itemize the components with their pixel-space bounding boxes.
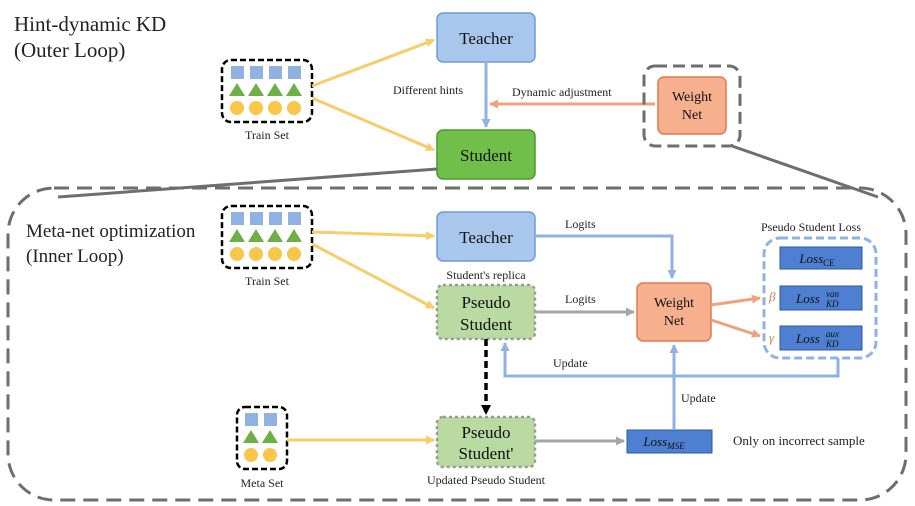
updated-pseudo-caption: Updated Pseudo Student (427, 473, 546, 487)
arrow-teacher-logits-to-weightnet (535, 234, 677, 279)
loss-ce-box: LossCE (779, 246, 863, 270)
loss-mse-label: Loss (642, 434, 667, 449)
pseudo-student-label-1: Pseudo (461, 293, 510, 312)
pseudo-student-loss-group (762, 236, 878, 360)
teacher-box-inner: Teacher (436, 211, 536, 262)
loss-kd-van-sup: van (826, 289, 839, 299)
weight-net-label-outer-1: Weight (672, 90, 712, 105)
meta-set-label: Meta Set (241, 476, 285, 490)
inner-loop-enclosure (6, 186, 908, 502)
student-label-outer: Student (460, 146, 512, 165)
weight-net-label-inner-2: Net (664, 314, 684, 329)
svg-text:LossMSE: LossMSE (642, 434, 685, 451)
students-replica-label: Student's replica (446, 268, 526, 282)
train-set-label-inner: Train Set (245, 274, 290, 288)
weight-net-box-outer: Weight Net (657, 76, 727, 135)
arrow-trainset-to-student-outer (311, 96, 435, 152)
student-box-outer: Student (436, 129, 536, 180)
loss-kd-van-box: Loss van KD (779, 285, 863, 311)
weight-net-box-inner: Weight Net (636, 282, 712, 342)
loss-ce-label: Loss (798, 251, 823, 266)
pseudo-student-loss-title: Pseudo Student Loss (761, 220, 861, 234)
gamma-symbol: γ (769, 330, 775, 345)
inner-loop-title: Meta-net optimization (26, 221, 196, 242)
loss-mse-sub: MSE (666, 441, 685, 451)
weight-net-outer-enclosure (642, 64, 742, 148)
loss-kd-van-label: Loss (795, 291, 820, 306)
inner-loop-subtitle: (Inner Loop) (26, 246, 124, 267)
arrow-weightnet-to-gamma (710, 318, 761, 338)
loss-kd-aux-sub: KD (825, 339, 839, 349)
zoom-connector-left (57, 167, 438, 199)
dynamic-adjustment-label: Dynamic adjustment (512, 85, 612, 99)
arrow-weightnet-to-beta (710, 294, 761, 307)
loss-kd-aux-sup: aux (826, 329, 839, 339)
train-set-label-outer: Train Set (245, 128, 290, 142)
meta-set-icon (235, 405, 289, 471)
zoom-connector-right (731, 144, 879, 199)
teacher-label-outer: Teacher (459, 29, 513, 48)
updated-pseudo-label-2: Student' (458, 444, 513, 463)
update-label-left: Update (553, 356, 588, 370)
update-label-right: Update (681, 391, 716, 405)
pseudo-student-label-2: Student (460, 315, 512, 334)
arrow-trainset-to-teacher-inner (311, 230, 435, 241)
loss-mse-box: LossMSE (626, 429, 713, 454)
train-set-icon-outer (220, 58, 314, 124)
teacher-box-outer: Teacher (436, 12, 536, 63)
loss-ce-sub: CE (823, 258, 835, 268)
outer-loop-subtitle: (Outer Loop) (14, 38, 125, 62)
logits-label-mid: Logits (565, 292, 596, 306)
teacher-label-inner: Teacher (459, 228, 513, 247)
arrow-trainset-to-teacher-outer (311, 38, 435, 88)
loss-kd-van-sub: KD (825, 299, 839, 309)
weight-net-label-outer-2: Net (682, 108, 702, 123)
only-incorrect-label: Only on incorrect sample (733, 433, 865, 448)
updated-pseudo-student-box: Pseudo Student' (435, 415, 537, 469)
outer-loop-title: Hint-dynamic KD (14, 12, 166, 36)
logits-label-top: Logits (565, 217, 596, 231)
beta-symbol: β (768, 289, 776, 304)
train-set-icon-inner (220, 204, 314, 270)
svg-text:LossCE: LossCE (798, 251, 835, 268)
weight-net-label-inner-1: Weight (654, 296, 694, 311)
pseudo-student-box: Pseudo Student (435, 283, 537, 341)
loss-kd-aux-label: Loss (795, 331, 820, 346)
loss-kd-aux-box: Loss aux KD (779, 325, 863, 351)
arrow-update-to-pseudo-student (500, 342, 840, 378)
different-hints-label: Different hints (393, 83, 463, 97)
arrow-trainset-to-pseudo-student (311, 242, 435, 310)
updated-pseudo-label-1: Pseudo (461, 423, 510, 442)
